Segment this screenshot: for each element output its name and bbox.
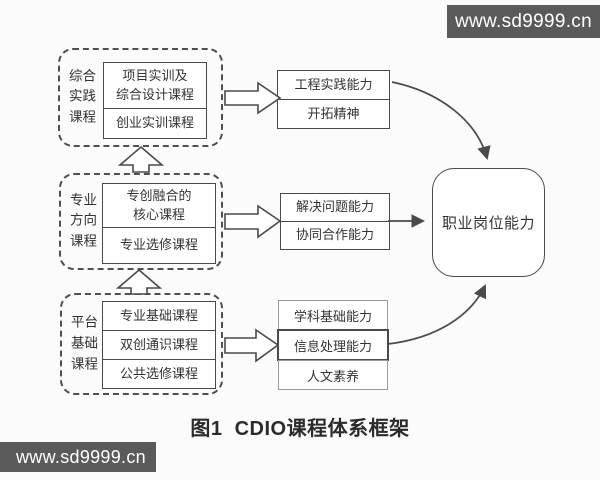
watermark-top: www.sd9999.cn bbox=[447, 5, 600, 38]
course-group-label: 综合 实践 课程 bbox=[69, 68, 96, 125]
figure-caption: 图1 CDIO课程体系框架 bbox=[190, 418, 410, 440]
ability-item: 开拓精神 bbox=[278, 99, 389, 128]
watermark-bottom: www.sd9999.cn bbox=[0, 442, 156, 472]
course-box: 双创通识课程 bbox=[103, 330, 215, 359]
ability-item: 协同合作能力 bbox=[281, 221, 389, 249]
course-group-comprehensive-practice: 综合 实践 课程 项目实训及 综合设计课程 创业实训课程 bbox=[58, 48, 223, 147]
course-stack: 项目实训及 综合设计课程 创业实训课程 bbox=[103, 62, 207, 139]
ability-box-practice: 工程实践能力 开拓精神 bbox=[277, 70, 390, 129]
ability-item: 学科基础能力 bbox=[278, 300, 388, 330]
block-arrow-right-3 bbox=[224, 328, 280, 363]
course-box: 专业基础课程 bbox=[103, 302, 215, 330]
ability-box-problem-solving: 解决问题能力 协同合作能力 bbox=[280, 193, 390, 250]
course-group-label: 专业 方向 课程 bbox=[70, 192, 97, 249]
block-arrow-right-1 bbox=[224, 81, 282, 115]
ability-item: 人文素养 bbox=[278, 360, 388, 390]
course-box: 项目实训及 综合设计课程 bbox=[104, 63, 206, 108]
ability-box-foundation: 学科基础能力 信息处理能力 人文素养 bbox=[277, 300, 389, 390]
course-box: 公共选修课程 bbox=[103, 359, 215, 388]
course-stack: 专创融合的 核心课程 专业选修课程 bbox=[102, 183, 216, 264]
block-arrow-up-2 bbox=[115, 268, 163, 295]
course-stack: 专业基础课程 双创通识课程 公共选修课程 bbox=[102, 301, 216, 389]
course-box: 专业选修课程 bbox=[103, 227, 215, 263]
curve-arrow-top bbox=[391, 81, 491, 160]
course-box: 专创融合的 核心课程 bbox=[103, 184, 215, 227]
course-group-label: 平台 基础 课程 bbox=[71, 314, 98, 372]
course-group-major-direction: 专业 方向 课程 专创融合的 核心课程 专业选修课程 bbox=[59, 173, 223, 270]
course-box: 创业实训课程 bbox=[104, 108, 206, 138]
outcome-box: 职业岗位能力 bbox=[432, 168, 545, 277]
block-arrow-up-1 bbox=[117, 145, 165, 173]
ability-item: 工程实践能力 bbox=[278, 71, 389, 99]
course-group-platform-foundation: 平台 基础 课程 专业基础课程 双创通识课程 公共选修课程 bbox=[60, 293, 223, 395]
ability-item: 解决问题能力 bbox=[281, 194, 389, 221]
ability-item: 信息处理能力 bbox=[277, 329, 389, 361]
block-arrow-right-2 bbox=[224, 204, 282, 239]
curve-arrow-bottom bbox=[387, 284, 487, 345]
